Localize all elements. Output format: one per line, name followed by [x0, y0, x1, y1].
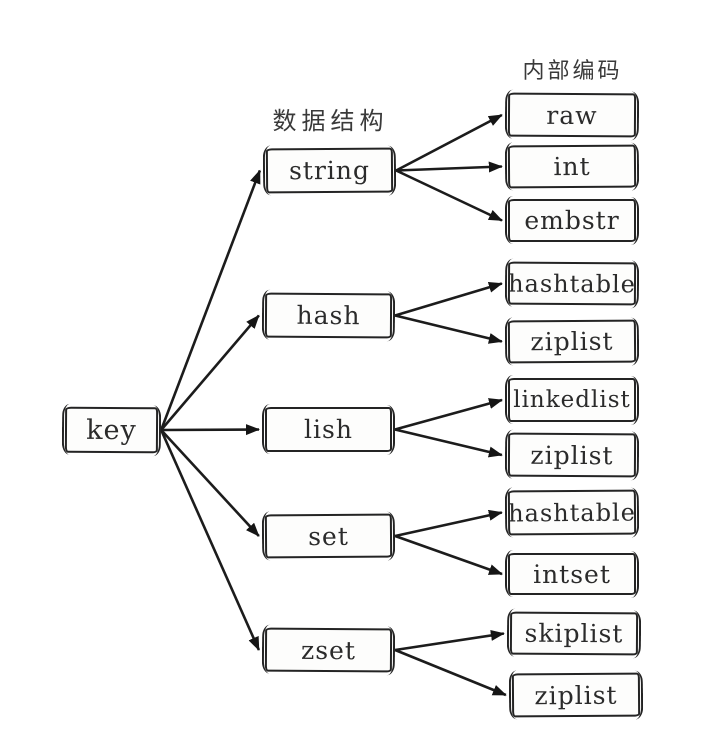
node-hashtable: hashtable	[507, 489, 637, 536]
node-embstr: embstr	[505, 196, 639, 245]
node-lish: lish	[262, 404, 395, 455]
node-ziplist: ziplist	[507, 432, 637, 478]
column-label-data-structure: 数据结构	[272, 107, 389, 135]
node-raw: raw	[507, 92, 637, 138]
node-linkedlist: linkedlist	[505, 375, 639, 425]
node-intset: intset	[505, 550, 639, 598]
node-zset: zset	[264, 627, 393, 673]
node-hashtable: hashtable	[507, 261, 637, 306]
node-string: string	[265, 147, 394, 194]
node-ziplist: ziplist	[511, 672, 641, 718]
node-int: int	[507, 144, 637, 189]
node-set: set	[264, 513, 393, 559]
column-label-internal-encoding: 内部编码	[522, 59, 623, 84]
node-hash: hash	[264, 292, 393, 339]
node-skiplist: skiplist	[509, 611, 639, 656]
node-ziplist: ziplist	[507, 319, 637, 364]
node-key: key	[64, 406, 159, 454]
